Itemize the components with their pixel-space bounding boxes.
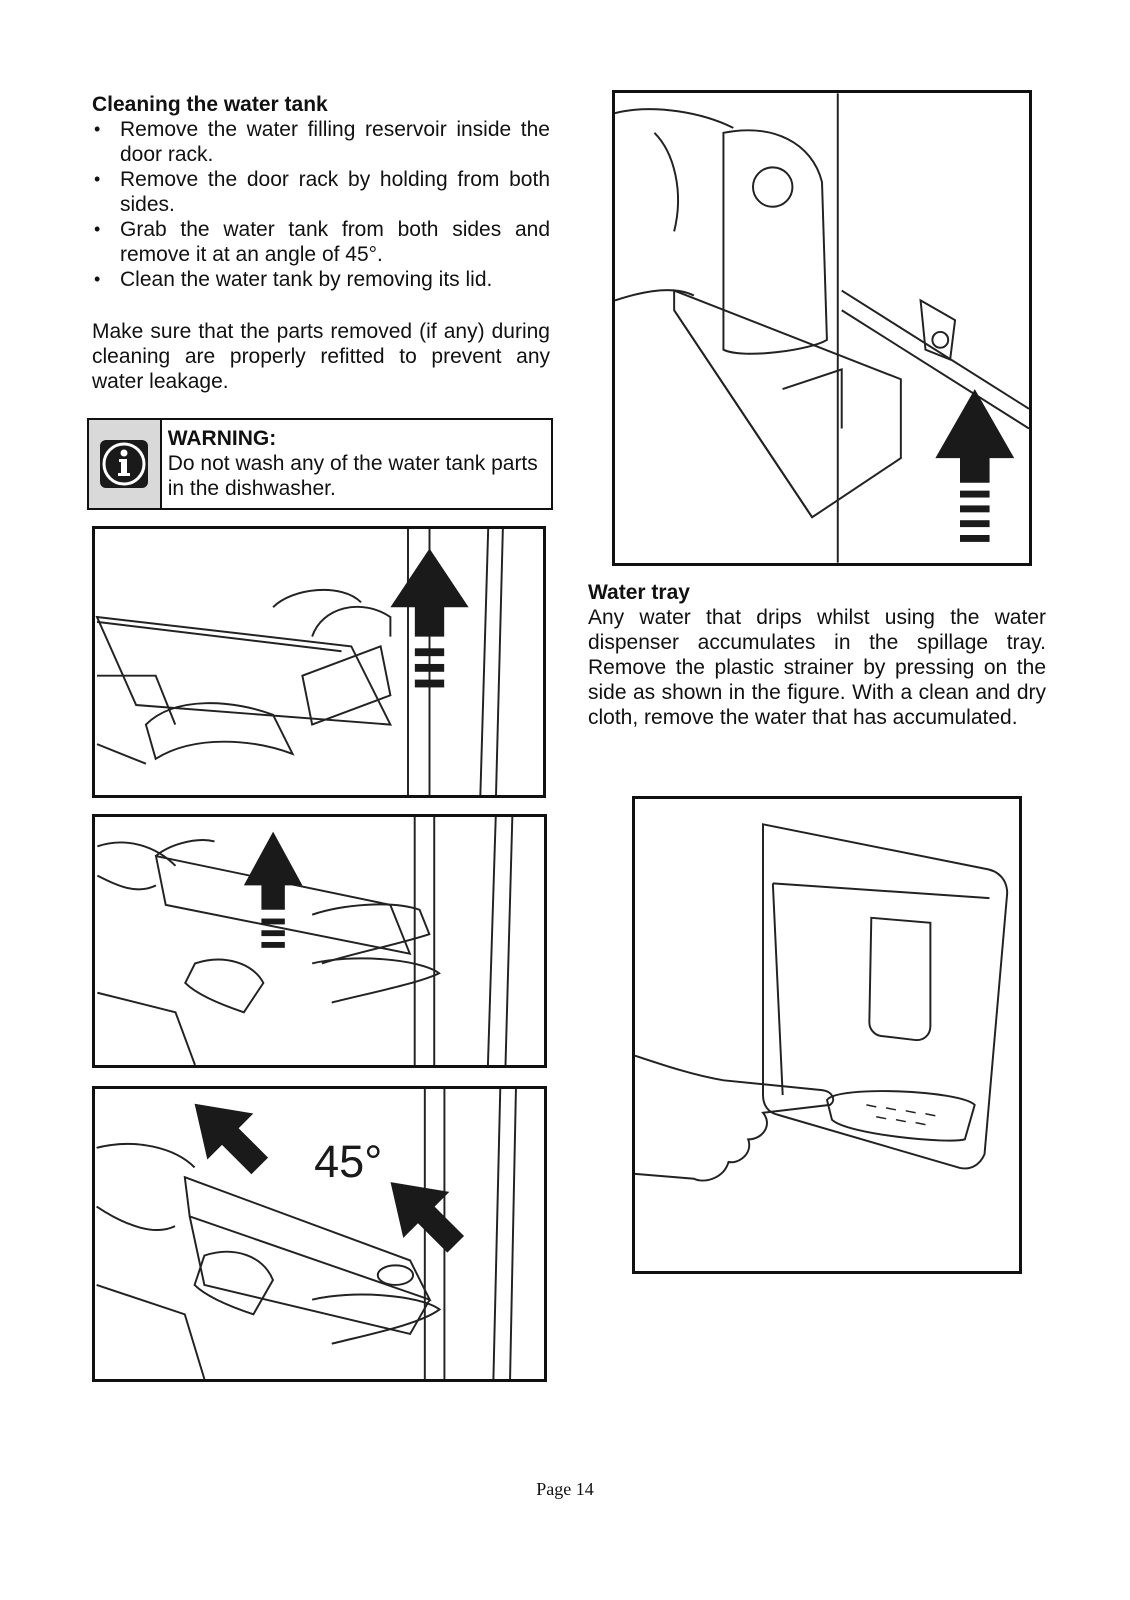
cleaning-section: Cleaning the water tank Remove the water… xyxy=(92,92,550,394)
tank-angle-illustration: 45° xyxy=(96,1089,517,1379)
refit-note: Make sure that the parts removed (if any… xyxy=(92,320,550,393)
up-arrow-icon xyxy=(935,389,1015,542)
figure-remove-door-rack xyxy=(92,814,547,1068)
warning-message: Do not wash any of the water tank parts … xyxy=(167,452,538,500)
door-rack-illustration xyxy=(96,817,514,1065)
warning-box: WARNING: Do not wash any of the water ta… xyxy=(87,418,553,510)
info-icon-cell xyxy=(89,420,162,508)
warning-title: WARNING: xyxy=(167,427,277,450)
cleaning-heading: Cleaning the water tank xyxy=(92,93,328,116)
diagonal-arrow-icon xyxy=(194,1103,465,1253)
list-item: Grab the water tank from both sides and … xyxy=(92,217,550,267)
warning-text: WARNING: Do not wash any of the water ta… xyxy=(162,420,551,508)
figure-remove-reservoir xyxy=(92,526,546,798)
reservoir-illustration xyxy=(95,529,504,795)
page-number: Page 14 xyxy=(536,1479,594,1499)
list-item: Remove the door rack by holding from bot… xyxy=(92,167,550,217)
figure-tank-lid xyxy=(612,90,1032,566)
info-icon xyxy=(100,440,149,488)
cleaning-steps: Remove the water filling reservoir insid… xyxy=(92,117,550,292)
water-tray-section: Water tray Any water that drips whilst u… xyxy=(588,580,1046,730)
water-tray-illustration xyxy=(635,823,1009,1182)
tank-lid-illustration xyxy=(615,93,1029,563)
up-arrow-icon xyxy=(243,831,303,948)
figure-water-tray xyxy=(632,796,1022,1274)
figure-remove-tank-45: 45° xyxy=(92,1086,547,1382)
list-item: Remove the water filling reservoir insid… xyxy=(92,117,550,167)
up-arrow-icon xyxy=(390,548,469,688)
list-item: Clean the water tank by removing its lid… xyxy=(92,267,550,292)
angle-label: 45° xyxy=(314,1136,382,1187)
water-tray-heading: Water tray xyxy=(588,581,690,604)
water-tray-text: Any water that drips whilst using the wa… xyxy=(588,606,1046,729)
